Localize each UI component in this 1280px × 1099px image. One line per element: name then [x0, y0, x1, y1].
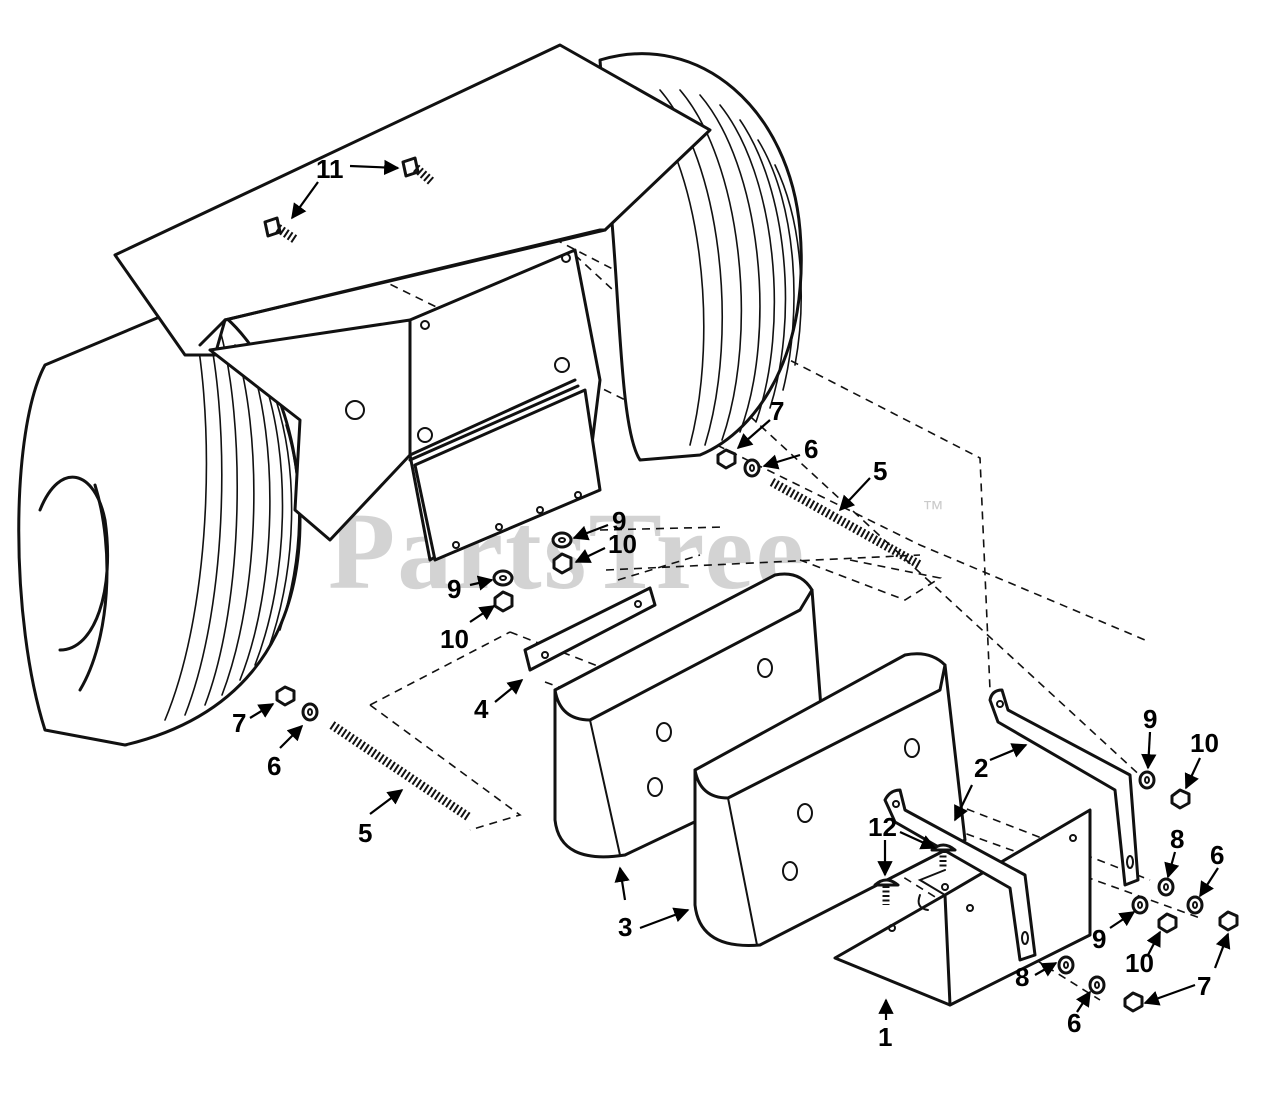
callout-2: 2: [974, 753, 988, 783]
strap-2-left: [883, 788, 1037, 962]
nut-7-right: [1218, 910, 1239, 932]
watermark: PartsTree: [328, 490, 806, 612]
callout-6: 6: [804, 434, 818, 464]
bolt-11-upper: [401, 156, 435, 186]
washer-9-lower: [492, 569, 514, 587]
callout-8: 8: [1015, 962, 1029, 992]
washer-9-upper: [551, 531, 573, 549]
bolt-11-lower: [263, 216, 299, 244]
callout-10: 10: [440, 624, 469, 654]
nut-7-upper: [716, 448, 737, 470]
tractor-fender: [113, 43, 712, 562]
weight-3-front: [693, 652, 967, 947]
callout-5: 5: [358, 818, 372, 848]
callout-9: 9: [1092, 924, 1106, 954]
washer-9-right-lower: [1131, 895, 1149, 915]
callout-7: 7: [232, 708, 246, 738]
rod-5-upper: [769, 478, 923, 569]
callout-5: 5: [873, 456, 887, 486]
callout-10: 10: [1190, 728, 1219, 758]
callout-7: 7: [1197, 971, 1211, 1001]
callout-3: 3: [618, 912, 632, 942]
callout-6: 6: [1210, 840, 1224, 870]
watermark-trademark: ™: [922, 496, 944, 521]
callout-11: 11: [316, 154, 344, 184]
nut-10-right-upper: [1170, 788, 1191, 810]
nut-7-bottom: [1123, 991, 1144, 1013]
washer-9-right-upper: [1138, 770, 1156, 790]
callout-9: 9: [1143, 704, 1157, 734]
callout-10: 10: [1125, 948, 1154, 978]
washer-8-bottom: [1057, 955, 1075, 975]
left-rear-tire: [17, 298, 302, 747]
strap-2-right: [988, 688, 1140, 887]
callout-labels: 11 7 6 5 9 10 9 10 4 7 6 5 2 9 10 12 8 6…: [232, 154, 1224, 1052]
washer-6-bottom: [1088, 975, 1106, 995]
washer-6-lower: [301, 702, 319, 722]
nut-10-upper: [552, 552, 573, 575]
callout-6: 6: [1067, 1008, 1081, 1038]
callout-1: 1: [878, 1022, 892, 1052]
callout-10: 10: [608, 529, 637, 559]
callout-8: 8: [1170, 824, 1184, 854]
callout-arrows: [249, 159, 1231, 1020]
nut-7-lower: [275, 685, 296, 707]
screw-12-a: [873, 878, 900, 905]
nut-10-lower: [493, 590, 514, 613]
washer-8-right: [1157, 877, 1175, 897]
callout-12: 12: [868, 812, 897, 842]
callout-4: 4: [474, 694, 489, 724]
nut-10-right-lower: [1157, 912, 1178, 934]
washer-6-upper: [743, 458, 761, 478]
bar-4: [523, 586, 657, 672]
callout-7: 7: [770, 396, 784, 426]
rod-5-lower: [329, 721, 473, 822]
callout-9: 9: [447, 574, 461, 604]
callout-9: 9: [612, 506, 626, 536]
callout-6: 6: [267, 751, 281, 781]
washer-6-right: [1186, 895, 1204, 915]
